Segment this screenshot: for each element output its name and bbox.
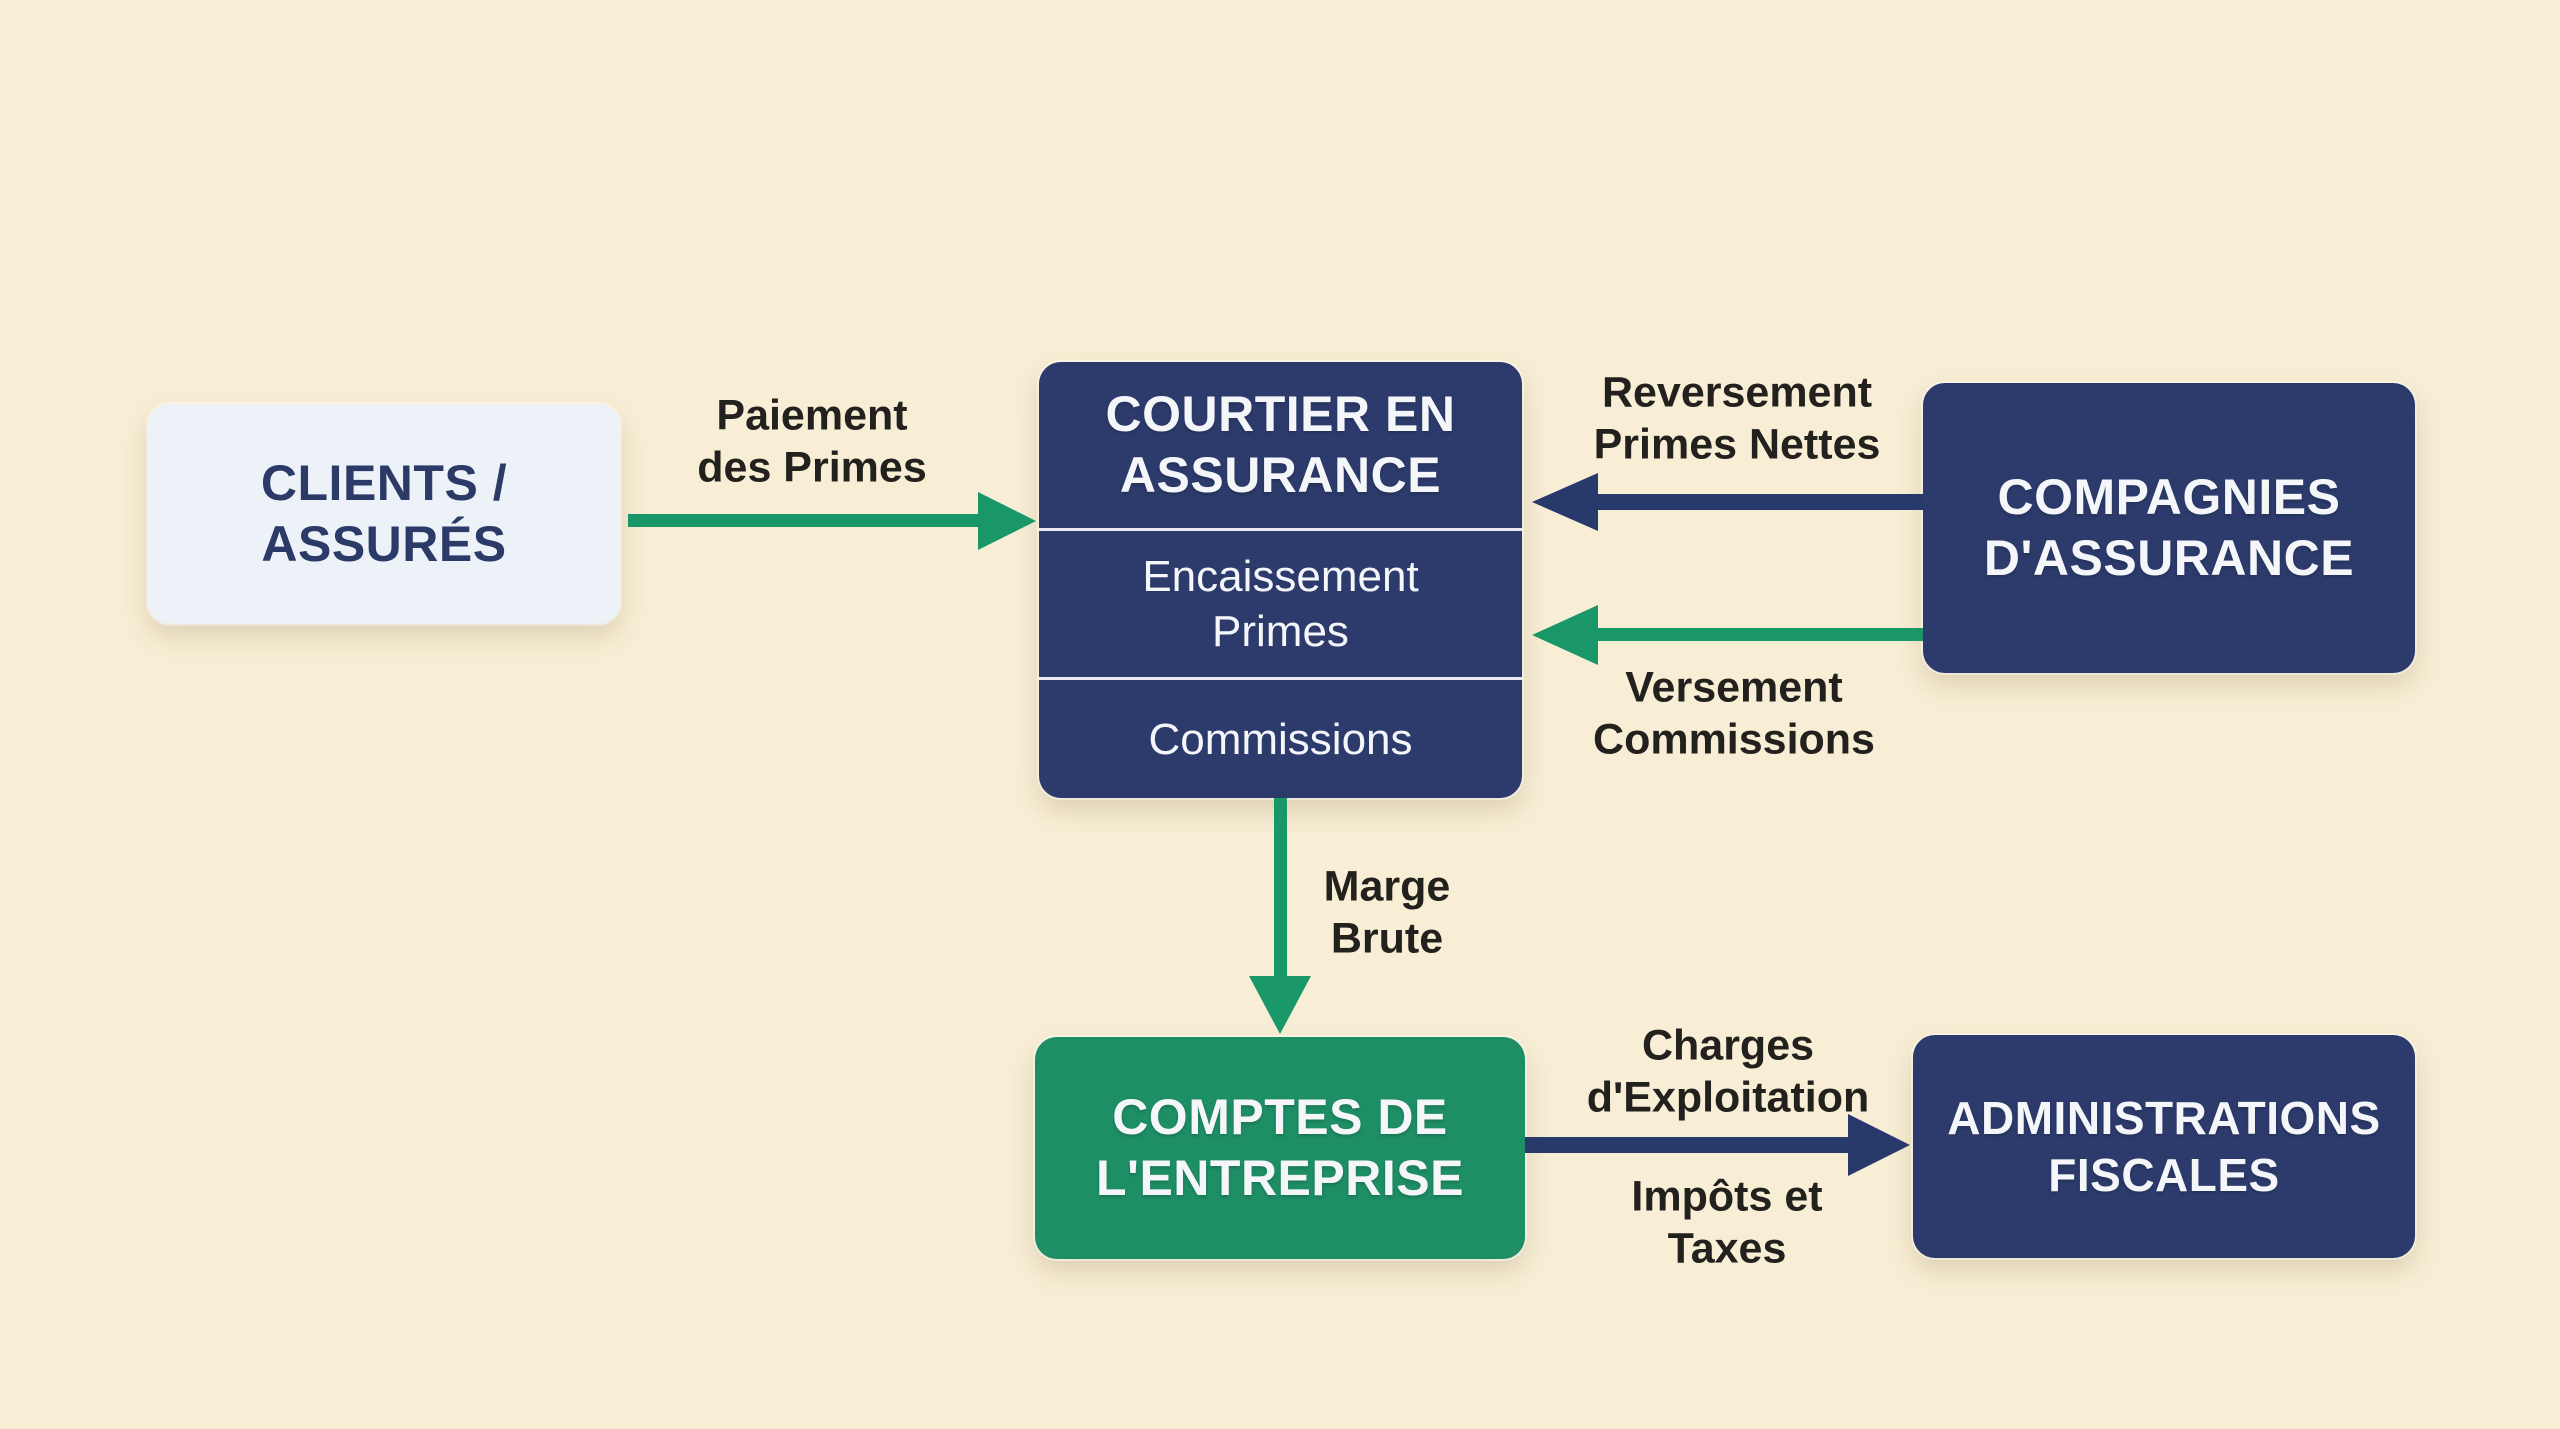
edge-label-marge: Marge Brute — [1323, 862, 1451, 963]
edge-label-paiement: Paiement des Primes — [697, 391, 927, 492]
arrow-marge-arrowhead-down-icon — [1249, 976, 1311, 1034]
node-courtier-title: COURTIER EN ASSURANCE — [1105, 386, 1456, 503]
arrow-marge-shaft — [1274, 798, 1287, 978]
node-courtier-section-encaissement: Encaissement Primes — [1039, 531, 1522, 677]
divider — [1039, 528, 1522, 531]
divider — [1039, 677, 1522, 680]
node-comptes-label: COMPTES DE L'ENTREPRISE — [1096, 1089, 1464, 1206]
node-courtier-section-commissions: Commissions — [1039, 680, 1522, 798]
node-compagnies: COMPAGNIES D'ASSURANCE — [1923, 383, 2415, 673]
node-courtier-section-commissions-label: Commissions — [1148, 714, 1413, 764]
node-courtier-header: COURTIER EN ASSURANCE — [1039, 362, 1522, 528]
arrow-versement-shaft — [1598, 628, 1923, 641]
edge-label-impots: Impôts et Taxes — [1631, 1172, 1823, 1273]
edge-label-versement: Versement Commissions — [1593, 663, 1875, 764]
edge-label-reversement: Reversement Primes Nettes — [1593, 368, 1881, 469]
arrow-paiement-arrowhead-right-icon — [978, 492, 1036, 550]
node-courtier: COURTIER EN ASSURANCE Encaissement Prime… — [1039, 362, 1522, 798]
arrow-charges-shaft — [1525, 1137, 1850, 1153]
node-comptes: COMPTES DE L'ENTREPRISE — [1035, 1037, 1525, 1259]
arrow-reversement-arrowhead-left-icon — [1532, 473, 1598, 531]
arrow-charges-arrowhead-right-icon — [1848, 1114, 1910, 1176]
node-compagnies-label: COMPAGNIES D'ASSURANCE — [1983, 469, 2355, 586]
node-clients: CLIENTS / ASSURÉS — [148, 404, 620, 624]
arrow-versement-arrowhead-left-icon — [1532, 605, 1598, 665]
node-clients-label: CLIENTS / ASSURÉS — [260, 455, 508, 572]
arrow-reversement-shaft — [1598, 494, 1923, 510]
edge-label-charges: Charges d'Exploitation — [1586, 1021, 1870, 1122]
node-courtier-section-encaissement-label: Encaissement Primes — [1142, 552, 1419, 656]
arrow-paiement-shaft — [628, 514, 980, 527]
node-administrations: ADMINISTRATIONS FISCALES — [1913, 1035, 2415, 1258]
node-administrations-label: ADMINISTRATIONS FISCALES — [1947, 1092, 2381, 1201]
